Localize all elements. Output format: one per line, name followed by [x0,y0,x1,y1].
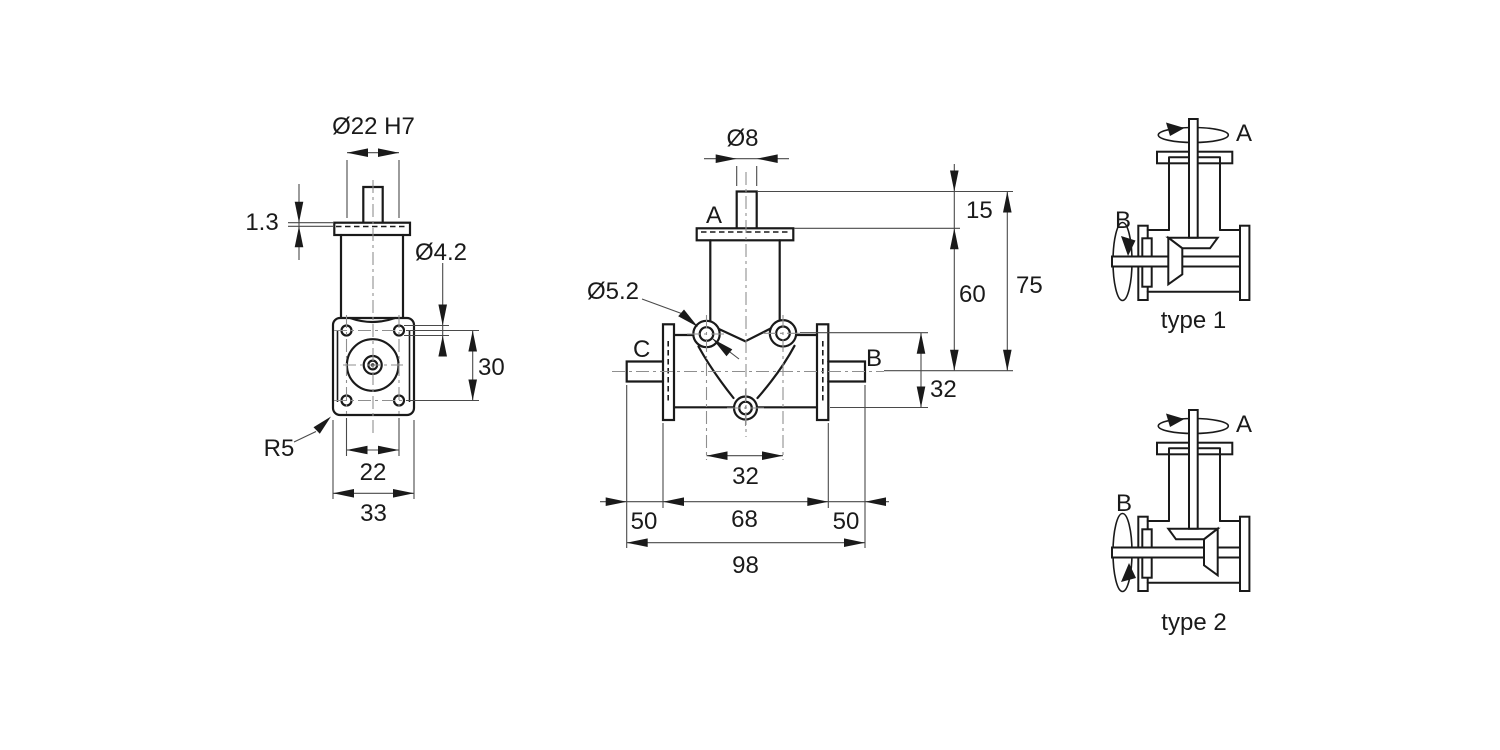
arrow-right-icon [807,497,829,506]
top-flange-plate [333,221,412,237]
dim-body-width: 68 [731,506,758,533]
arrow-right-icon [605,497,627,506]
shaft-b-label: B [1115,207,1131,234]
dim-hole-spacing-horizontal: 22 [360,459,387,486]
dim-shaft-a-height: 15 [966,197,993,224]
centerline [727,389,764,428]
body-walls [1168,453,1221,522]
body-walls [709,239,781,323]
arrow-right-icon [844,538,865,547]
arrow-up-icon [1003,191,1012,213]
arrow-down-icon [950,170,959,192]
side-flange-hidden-lines [667,341,824,404]
dim-lines-height-chain [758,164,1013,372]
shaft-b-label: B [866,345,882,372]
dim-lip-thickness: 1.3 [245,209,278,236]
shaft-a [1188,118,1199,239]
arrow-left-icon [333,489,354,498]
arrow-up-icon [468,330,477,352]
arrow-left-icon [347,148,368,157]
dim-boss-to-base: 32 [930,376,957,403]
dim-hole-spacing-vertical: 30 [478,354,505,381]
arrow-right-icon [378,445,399,455]
shaft-b-label: B [1116,490,1132,517]
dim-shaft-b-length: 50 [833,508,860,535]
arrow-left-icon [663,497,684,506]
flange-side-edges [336,331,411,402]
arrow-up-icon [916,332,926,354]
bevel-gear-horizontal-shaft [1167,235,1184,287]
shaft-a [1188,409,1199,530]
front-view: Ø8 15 60 75 32 32 50 68 50 98 Ø5.2 [587,125,1043,579]
rotation-arrow-icon [1166,413,1185,427]
shaft-c-outline [625,360,665,383]
type-2-caption: type 2 [1161,609,1226,636]
arrow-down-icon [438,304,447,326]
shaft-c-label: C [633,336,650,363]
right-flange-bar [1239,224,1251,301]
type-1-caption: type 1 [1161,307,1226,334]
v-notch [712,324,777,343]
dim-corner-radius: R5 [264,435,295,462]
centerline [334,329,411,402]
arrow-left-icon [756,154,778,163]
rotation-arrow-icon [1121,563,1136,582]
arrow-diagonal-icon [313,416,331,434]
arrow-right-icon [762,451,783,460]
arrow-up-icon [950,228,959,250]
housing-edges [1146,229,1241,293]
arrow-up-icon [294,226,304,248]
dim-shaft-c-length: 50 [631,508,658,535]
dim-total-height: 75 [1016,272,1043,299]
dim-register-bore: Ø22 H7 [332,113,415,140]
type-2-diagram: A B type 2 [1111,409,1252,636]
arrow-left-icon [346,445,368,455]
arrow-right-icon [715,154,737,163]
arrow-left-icon [706,451,728,460]
arrow-right-icon [378,148,399,157]
body-cylinder-outline [339,233,405,320]
arrow-down-icon [916,386,926,408]
arrow-left-icon [626,538,648,547]
register-arc [348,316,397,324]
arrow-down-icon [294,201,304,223]
shaft-a-label: A [1236,411,1252,438]
arrow-right-icon [393,489,414,498]
arrow-up-icon [438,335,447,357]
dim-total-width: 98 [732,552,759,579]
centerline [345,315,400,414]
leader-r5 [293,431,317,443]
dim-body-height: 60 [959,281,986,308]
centerline [705,315,784,460]
dim-lines-lip [288,184,334,260]
dim-flange-width: 33 [360,500,387,527]
arrow-down-icon [1003,349,1012,371]
type-1-diagram: A B type 1 [1111,118,1252,334]
bevel-gear-horizontal-shaft [1203,526,1219,578]
arrow-diagonal-icon [712,338,733,357]
leader-o52 [641,298,682,315]
arrow-down-icon [950,349,959,371]
top-flange [695,227,795,242]
arrow-left-icon [865,497,886,506]
body-walls [1168,162,1221,231]
arrow-diagonal-icon [678,309,698,327]
arrow-down-icon [468,379,477,401]
dim-hole-diameter: Ø4.2 [415,239,467,266]
rotation-arrow-icon [1121,236,1136,256]
shaft-a-label: A [706,202,722,229]
right-flange-bar [1239,515,1251,593]
shaft-a-label: A [1236,120,1252,147]
housing-edges [1146,520,1241,584]
dim-lines-width-chain [600,385,889,548]
dim-boss-spacing: 32 [732,463,759,490]
rotation-arrow-icon [1166,122,1185,136]
shaft-a-outline [735,190,758,230]
side-view: Ø22 H7 1.3 Ø4.2 30 22 33 R5 [245,113,504,527]
dim-bore-diameter: Ø5.2 [587,278,639,305]
shaft-b [1111,546,1241,559]
dim-shaft-a-diameter: Ø8 [726,125,758,152]
